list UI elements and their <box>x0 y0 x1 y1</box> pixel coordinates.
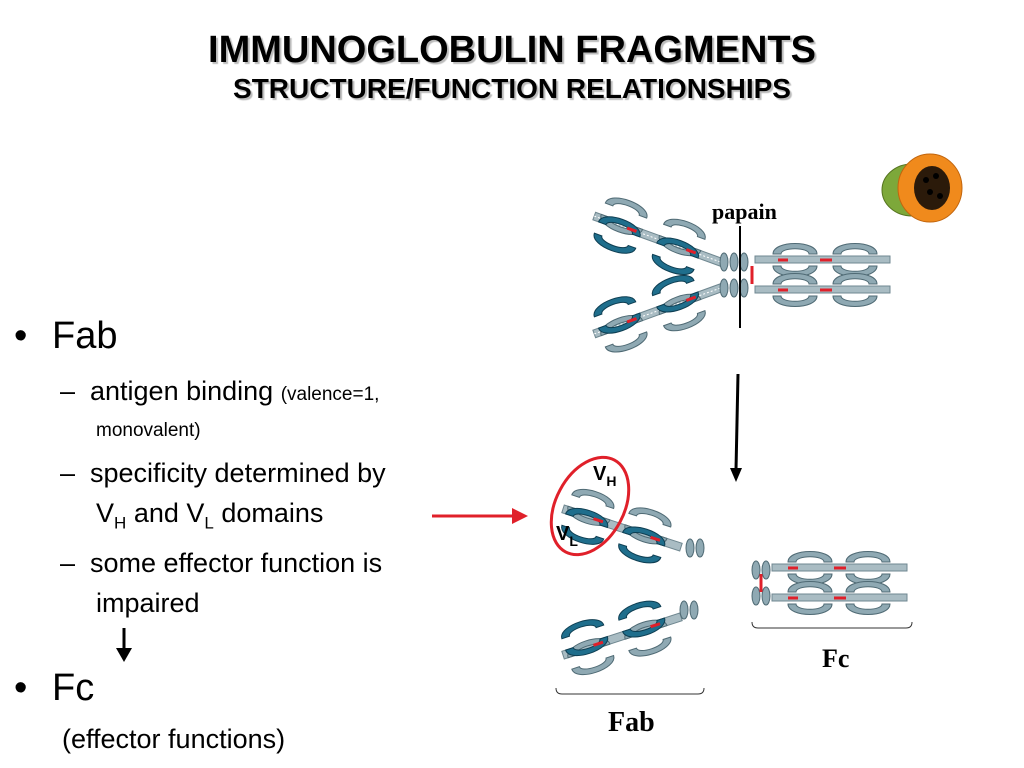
slide-title: IMMUNOGLOBULIN FRAGMENTS <box>208 29 816 71</box>
highlight-arrow-head <box>512 508 528 524</box>
fab-fragment-2 <box>558 596 683 680</box>
impaired-arrow-head <box>116 648 132 662</box>
lower-fab-arm <box>590 270 728 358</box>
papaya-image <box>881 153 963 223</box>
fab-label: Fab <box>608 707 655 738</box>
upper-fab-arm <box>590 192 728 280</box>
fc-bracket <box>751 621 913 629</box>
fab-item-specificity: –specificity determined by <box>60 458 386 488</box>
intact-fc <box>754 243 891 307</box>
fc-fragment <box>751 551 908 615</box>
bullet-fab-heading: Fab <box>52 315 118 357</box>
fc-label: Fc <box>822 644 849 673</box>
intact-antibody <box>590 192 891 358</box>
vh-label: VH <box>593 463 616 489</box>
slide-subtitle: STRUCTURE/FUNCTION RELATIONSHIPS <box>233 73 791 104</box>
bullet-fab: • Fab <box>14 312 117 360</box>
fab-fragment-1 <box>558 484 683 568</box>
vl-label: VL <box>556 523 578 549</box>
fab-item-antigen-binding-cont: monovalent) <box>96 420 201 441</box>
bullet-fc: • Fc <box>14 664 94 712</box>
fab-item-effector-cont: impaired <box>96 588 200 618</box>
title-block: IMMUNOGLOBULIN FRAGMENTS STRUCTURE/FUNCT… <box>0 28 1024 106</box>
fab-item-antigen-binding: –antigen binding (valence=1, <box>60 376 380 406</box>
bullet-dot: • <box>14 315 28 357</box>
cleavage-arrow-head <box>730 468 742 482</box>
fab-bracket <box>555 687 705 695</box>
bullet-dot: • <box>14 667 28 709</box>
fc-detail: (effector functions) <box>62 724 286 754</box>
papain-label: papain <box>712 199 777 224</box>
bullet-fc-heading: Fc <box>52 667 95 709</box>
cleavage-arrow <box>734 373 740 471</box>
fab-item-specificity-cont: VH and VL domains <box>96 498 324 533</box>
variable-domain-highlight <box>549 455 631 557</box>
fab-item-effector: –some effector function is <box>60 548 383 578</box>
